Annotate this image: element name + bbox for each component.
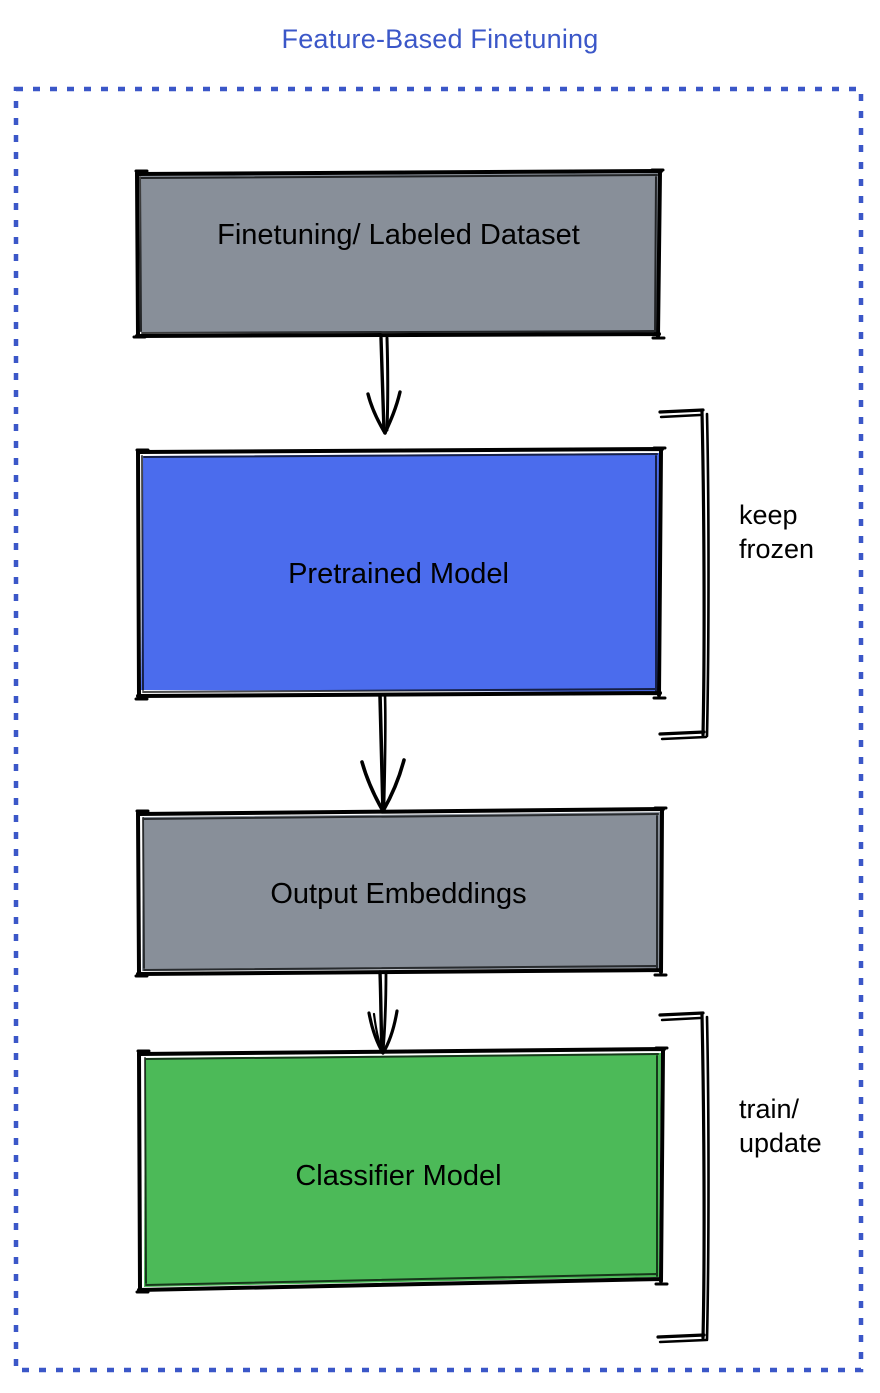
edge-embeddings-to-classifier: [367, 970, 399, 1055]
annotation-keep-frozen: keep frozen: [739, 500, 815, 564]
node-classifier-outline-sketch: [144, 1053, 659, 1286]
node-dataset[interactable]: [132, 168, 666, 340]
bracket-train-update: [656, 1011, 710, 1344]
annotation-train-update: train/ update: [739, 1094, 822, 1158]
bracket-keep-frozen: [658, 408, 710, 741]
node-embeddings[interactable]: [134, 806, 668, 978]
node-classifier-outline: [137, 1047, 666, 1292]
node-classifier-fill: [144, 1053, 661, 1287]
node-pretrained-fill: [141, 453, 659, 692]
node-embeddings-fill: [142, 812, 661, 971]
node-pretrained-outline-sketch: [141, 453, 658, 693]
edge-pretrained-to-embeddings: [360, 693, 406, 813]
node-pretrained-corner-ticks: [134, 446, 667, 701]
node-dataset-fill: [140, 173, 659, 334]
node-embeddings-outline: [136, 807, 665, 976]
node-classifier-corner-ticks: [135, 1046, 669, 1294]
dashed-container-border: [13, 86, 864, 1373]
node-pretrained-outline: [136, 447, 664, 698]
node-dataset-corner-ticks: [132, 168, 666, 340]
edge-dataset-to-pretrained: [366, 336, 402, 435]
node-classifier[interactable]: [135, 1046, 669, 1294]
node-dataset-outline-sketch: [139, 174, 658, 334]
node-embeddings-corner-ticks: [134, 806, 668, 978]
page-title: Feature-Based Finetuning: [281, 24, 599, 54]
node-embeddings-outline-sketch: [142, 813, 659, 971]
node-pretrained[interactable]: [134, 446, 667, 701]
node-dataset-outline: [135, 169, 663, 338]
